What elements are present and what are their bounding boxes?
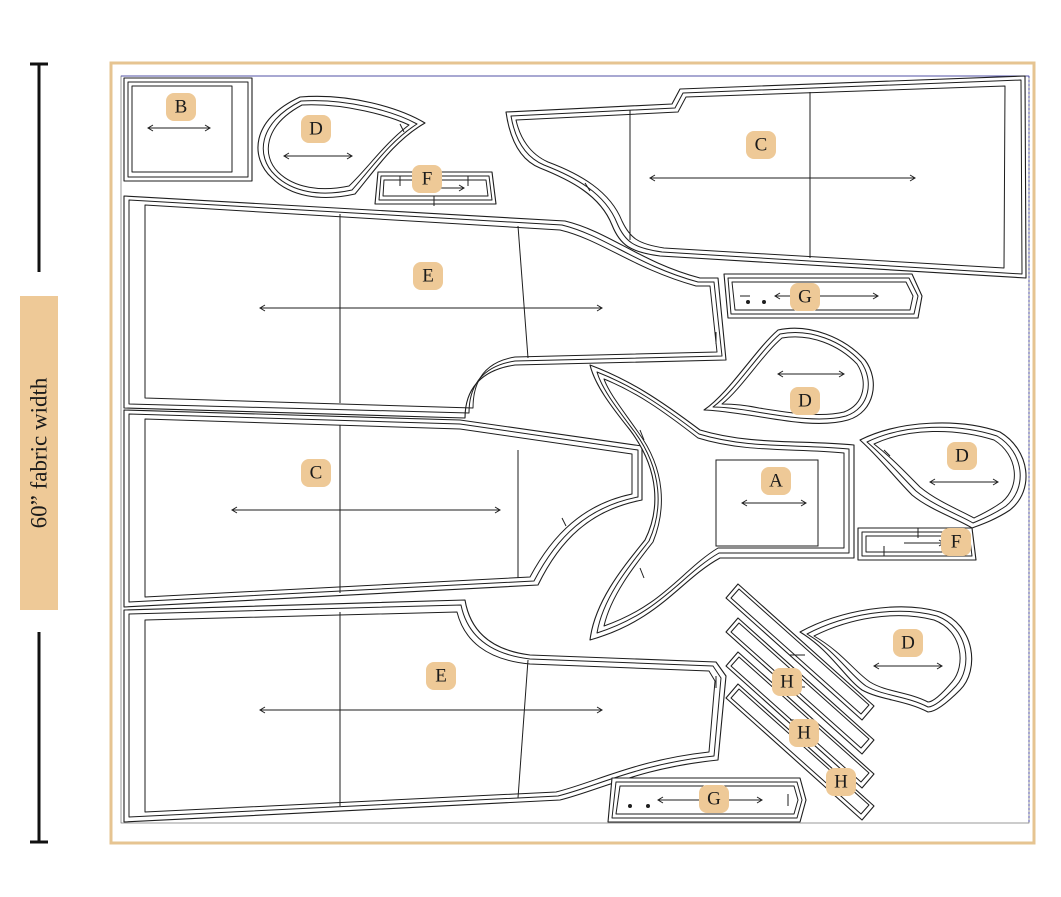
piece-label-h-2: H <box>789 719 819 747</box>
piece-c-2 <box>123 409 643 608</box>
piece-d-4 <box>799 606 973 713</box>
dimension-label-box <box>20 296 58 610</box>
piece-label-d-3-text: D <box>955 446 969 467</box>
piece-e-1 <box>123 195 727 419</box>
piece-label-c-1: C <box>746 131 776 159</box>
piece-label-h-3-text: H <box>834 772 848 793</box>
piece-label-b: B <box>166 93 196 121</box>
piece-label-d-2: D <box>790 387 820 415</box>
piece-e-2 <box>123 599 727 823</box>
piece-label-d-1: D <box>301 115 331 143</box>
piece-label-h-3: H <box>826 768 856 796</box>
piece-label-d-4: D <box>893 629 923 657</box>
piece-label-h-1: H <box>772 668 802 696</box>
piece-d-1 <box>257 95 426 199</box>
piece-h-1 <box>725 583 875 721</box>
piece-label-d-4-text: D <box>901 633 915 654</box>
piece-label-g-1: G <box>790 283 820 311</box>
piece-label-d-3: D <box>947 442 977 470</box>
piece-label-f-2-text: F <box>951 532 962 553</box>
layout-frame <box>109 61 1036 845</box>
piece-label-a-text: A <box>769 471 783 492</box>
piece-label-h-1-text: H <box>780 672 794 693</box>
piece-label-e-1: E <box>413 262 443 290</box>
piece-d-3 <box>859 422 1027 529</box>
piece-label-g-2: G <box>699 785 729 813</box>
piece-label-g-2-text: G <box>707 789 721 810</box>
piece-label-c-2: C <box>301 459 331 487</box>
piece-label-a: A <box>761 467 791 495</box>
piece-label-f-1-text: F <box>422 169 433 190</box>
piece-label-f-1: F <box>412 165 442 193</box>
piece-label-g-1-text: G <box>798 287 812 308</box>
piece-label-c-2-text: C <box>310 463 323 484</box>
piece-label-e-1-text: E <box>422 266 434 287</box>
piece-label-d-1-text: D <box>309 119 323 140</box>
piece-c-1 <box>505 75 1027 279</box>
piece-a <box>589 364 855 641</box>
piece-label-c-1-text: C <box>755 135 768 156</box>
piece-label-e-2-text: E <box>435 666 447 687</box>
piece-label-e-2: E <box>426 662 456 690</box>
piece-label-h-2-text: H <box>797 723 811 744</box>
fabric-width-dimension: 60” fabric width <box>20 62 58 844</box>
dimension-label: 60” fabric width <box>27 377 52 528</box>
piece-label-f-2: F <box>941 528 971 556</box>
piece-label-d-2-text: D <box>798 391 812 412</box>
piece-d-2 <box>703 327 874 424</box>
piece-label-b-text: B <box>175 97 188 118</box>
piece-g-1 <box>723 273 923 319</box>
